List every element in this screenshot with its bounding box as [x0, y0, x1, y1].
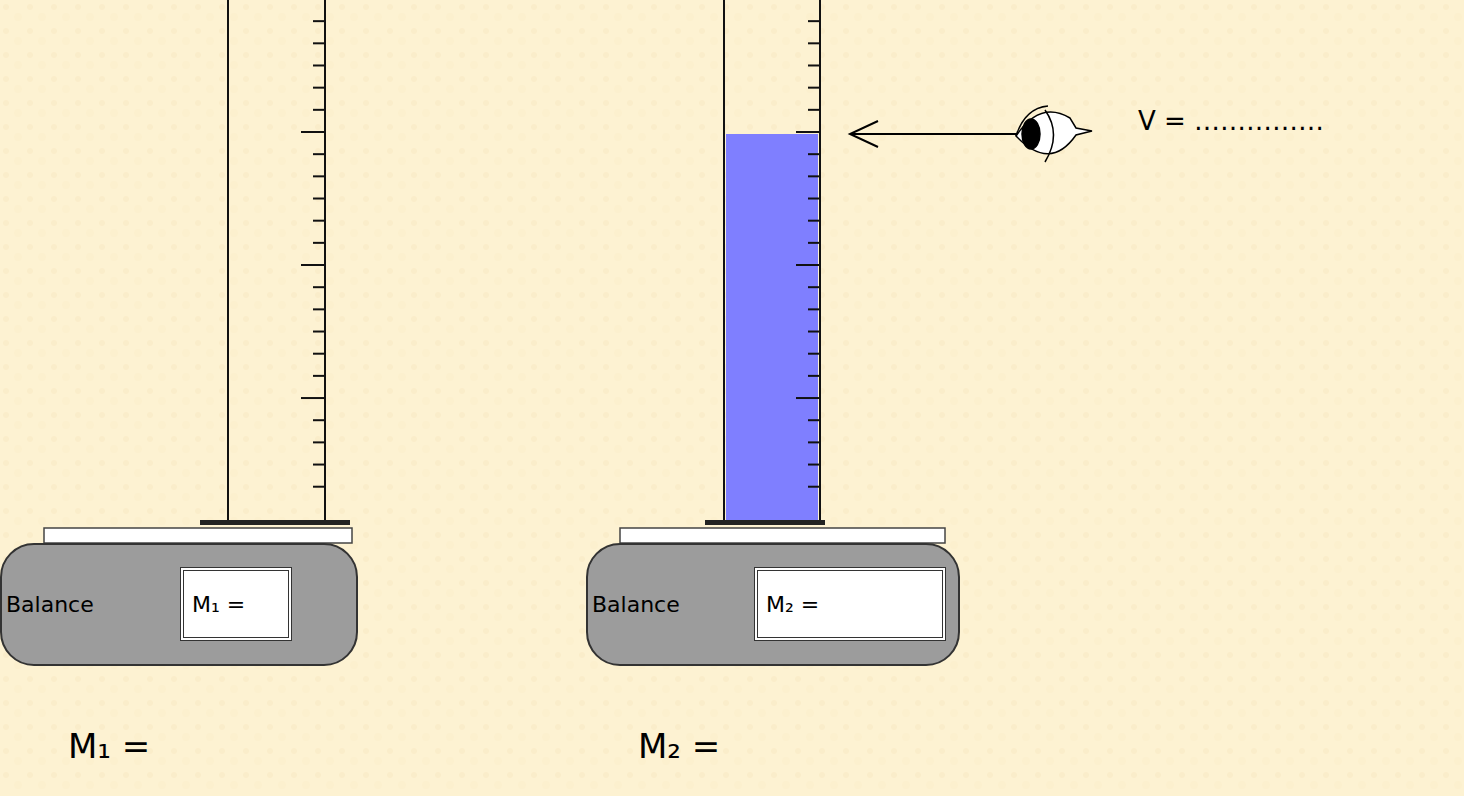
- balance-display: M₁ =: [180, 567, 292, 641]
- liquid: [726, 134, 818, 522]
- balance-body: Balance M₂ =: [586, 543, 960, 666]
- balance-body: Balance M₁ =: [0, 543, 358, 666]
- cylinder-base: [200, 520, 350, 525]
- cylinder-base: [705, 520, 825, 525]
- graduated-cylinder: [228, 0, 325, 522]
- balance-label: Balance: [6, 592, 94, 617]
- volume-label: V = ……………: [1138, 106, 1324, 136]
- balance-display: M₂ =: [754, 567, 946, 641]
- mass-readout: M₁ =: [192, 592, 245, 617]
- graduated-cylinder: [724, 0, 820, 522]
- sight-arrow: [850, 121, 1030, 147]
- eye-symbol: [1016, 106, 1092, 162]
- mass-label: M₂ =: [638, 726, 720, 766]
- balance-label: Balance: [592, 592, 680, 617]
- mass-readout: M₂ =: [766, 592, 819, 617]
- balance-pan: [44, 528, 352, 543]
- mass-label: M₁ =: [68, 726, 150, 766]
- balance-pan: [620, 528, 945, 543]
